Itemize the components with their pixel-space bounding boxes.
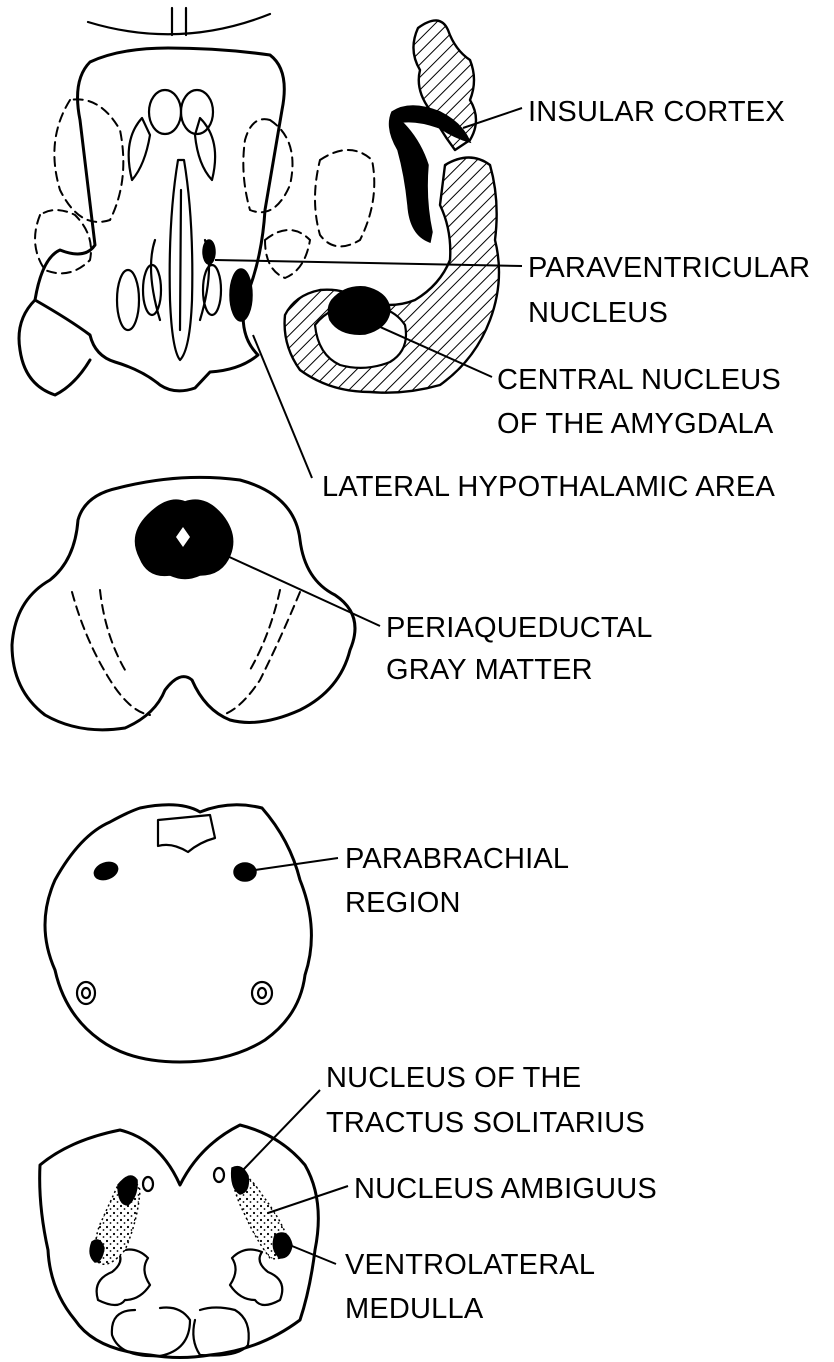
label-periaqueductal-1: PERIAQUEDUCTAL bbox=[386, 612, 653, 644]
parabrachial-left-marker bbox=[92, 859, 120, 882]
label-ambiguus: NUCLEUS AMBIGUUS bbox=[354, 1173, 657, 1205]
label-nts-1: NUCLEUS OF THE bbox=[326, 1062, 581, 1094]
caudate-left bbox=[149, 90, 181, 134]
pons-tract-left bbox=[77, 982, 95, 1004]
third-ventricle-inner bbox=[180, 190, 181, 330]
putamen-right bbox=[315, 150, 374, 246]
pons-tract-left-inner bbox=[82, 988, 90, 998]
pons-labels: PARABRACHIAL REGION bbox=[255, 843, 569, 919]
cerebral-peduncle-left bbox=[72, 592, 150, 715]
leader-ambiguus bbox=[268, 1186, 348, 1213]
temporal-bulge-left bbox=[19, 300, 90, 395]
parabrachial-right-marker bbox=[234, 863, 256, 881]
label-vlm-2: MEDULLA bbox=[345, 1293, 484, 1325]
label-insular-cortex: INSULAR CORTEX bbox=[528, 96, 785, 128]
pyramid-left bbox=[112, 1308, 190, 1357]
medulla-tract-right bbox=[214, 1168, 224, 1182]
medulla-tract-left bbox=[143, 1177, 153, 1191]
fourth-ventricle bbox=[158, 815, 215, 852]
midline-fissure bbox=[172, 8, 186, 35]
medulla-labels: NUCLEUS OF THE TRACTUS SOLITARIUS NUCLEU… bbox=[243, 1062, 657, 1325]
label-nts-2: TRACTUS SOLITARIUS bbox=[326, 1107, 645, 1139]
lateral-hypothalamic-marker bbox=[230, 269, 252, 321]
pons-outline bbox=[45, 805, 311, 1062]
label-paraventricular-1: PARAVENTRICULAR bbox=[528, 252, 810, 284]
label-parabrachial-2: REGION bbox=[345, 887, 461, 919]
cerebral-peduncle-right-inner bbox=[250, 590, 280, 670]
cerebral-peduncle-right bbox=[222, 592, 300, 715]
label-paraventricular-2: NUCLEUS bbox=[528, 297, 668, 329]
label-vlm-1: VENTROLATERAL bbox=[345, 1249, 595, 1281]
thalamic-nucleus-left bbox=[117, 270, 139, 330]
claustrum-right bbox=[265, 230, 310, 278]
paraventricular-nucleus-marker bbox=[203, 240, 215, 264]
label-lateral-hypothalamic: LATERAL HYPOTHALAMIC AREA bbox=[322, 471, 775, 503]
thalamic-nucleus-right-2 bbox=[203, 265, 221, 315]
medulla-section bbox=[40, 1125, 319, 1358]
forebrain-section bbox=[19, 8, 499, 395]
ventrolateral-medulla-right-marker bbox=[273, 1233, 292, 1258]
label-parabrachial-1: PARABRACHIAL bbox=[345, 843, 569, 875]
label-central-nucleus-1: CENTRAL NUCLEUS bbox=[497, 364, 781, 396]
lateral-ventricle-right bbox=[195, 118, 215, 180]
label-periaqueductal-2: GRAY MATTER bbox=[386, 654, 593, 686]
forebrain-top-arc bbox=[88, 14, 270, 34]
midbrain-section bbox=[12, 477, 355, 729]
pons-tract-right-inner bbox=[258, 988, 266, 998]
midbrain-labels: PERIAQUEDUCTAL GRAY MATTER bbox=[225, 555, 653, 686]
forebrain-outline bbox=[35, 48, 284, 391]
leader-periaqueductal bbox=[225, 555, 380, 626]
globus-pallidus-left bbox=[35, 210, 91, 273]
pons-section bbox=[45, 805, 311, 1062]
cerebral-peduncle-left-inner bbox=[100, 590, 125, 670]
lateral-ventricle-left bbox=[129, 118, 150, 180]
pons-tract-right bbox=[252, 982, 272, 1004]
label-central-nucleus-2: OF THE AMYGDALA bbox=[497, 408, 774, 440]
